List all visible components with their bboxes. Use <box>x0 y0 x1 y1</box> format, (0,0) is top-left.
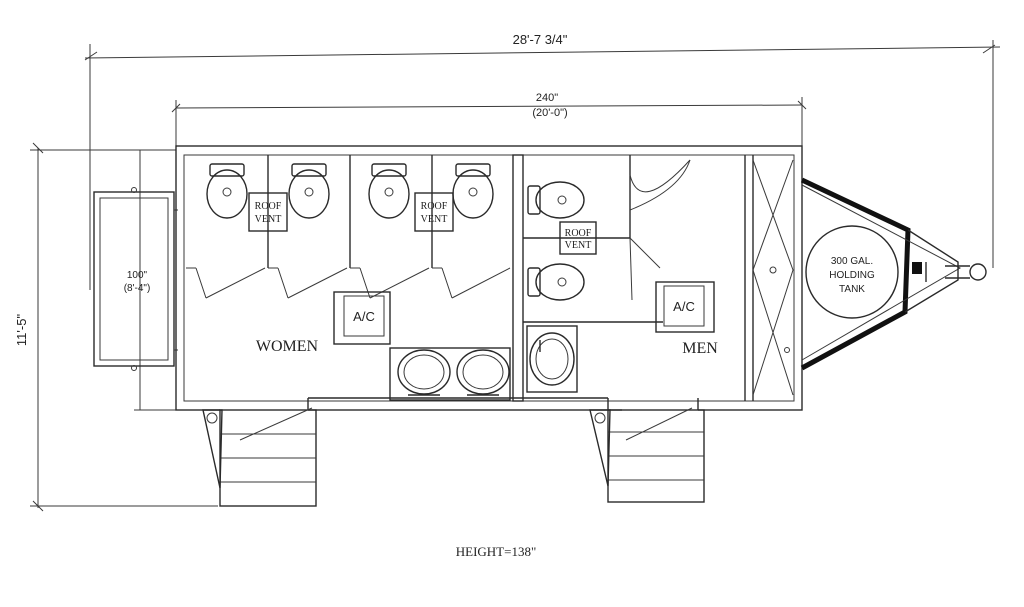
roof-vent-label-bottom: VENT <box>255 214 282 225</box>
deck-width-ft-label: (8'-4") <box>124 283 151 294</box>
women-room-label: WOMEN <box>256 338 319 355</box>
overall-length-label: 28'-7 3/4" <box>513 32 568 47</box>
toilet-icon <box>288 163 330 219</box>
men-vanity <box>526 325 578 393</box>
men-stalls <box>523 155 691 323</box>
roof-vent-men: ROOF VENT <box>559 221 597 255</box>
height-note: HEIGHT=138" <box>456 544 537 559</box>
roof-vent-label-top: ROOF <box>255 201 282 212</box>
roof-vent-women-2: ROOF VENT <box>414 192 454 232</box>
ac-label: A/C <box>673 299 695 314</box>
roof-vent-label-top: ROOF <box>565 228 592 239</box>
deck-width-label: 100" <box>127 270 148 281</box>
ac-unit-women: A/C <box>333 291 391 345</box>
toilet-icon <box>452 163 494 219</box>
toilet-icon <box>206 163 248 219</box>
body-length-ft-label: (20'-0") <box>532 107 567 119</box>
holding-tank: 300 GAL. HOLDING TANK <box>805 225 899 319</box>
toilet-icon <box>527 263 585 301</box>
women-vanity <box>389 347 511 401</box>
men-entry-steps <box>589 407 705 503</box>
women-stalls <box>186 155 511 299</box>
ac-unit-men: A/C <box>655 281 715 333</box>
roof-vent-label-top: ROOF <box>421 201 448 212</box>
body-length-label: 240" <box>536 92 558 104</box>
overall-width-dimension: 11'-5" <box>14 142 218 512</box>
roof-vent-label-bottom: VENT <box>565 240 592 251</box>
trailer-body <box>175 145 803 412</box>
ac-label: A/C <box>353 309 375 324</box>
women-entry-steps <box>202 407 317 507</box>
toilet-icon <box>527 181 585 219</box>
body-length-dimension: 240" (20'-0") <box>171 92 807 146</box>
tank-label-line1: 300 GAL. <box>831 256 873 267</box>
overall-width-label: 11'-5" <box>14 314 29 347</box>
tank-label-line3: TANK <box>839 284 865 295</box>
roof-vent-label-bottom: VENT <box>421 214 448 225</box>
overall-length-dimension: 28'-7 3/4" <box>84 32 1001 290</box>
toilet-icon <box>368 163 410 219</box>
roof-vent-women-1: ROOF VENT <box>248 192 288 232</box>
men-room-label: MEN <box>682 340 718 357</box>
tank-label-line2: HOLDING <box>829 270 875 281</box>
trailer-hitch <box>800 177 987 371</box>
